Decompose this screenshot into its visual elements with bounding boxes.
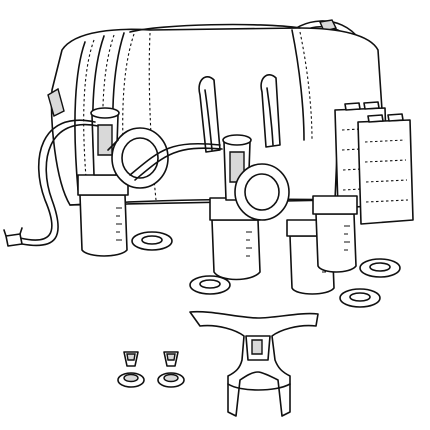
ring-icon — [157, 372, 185, 388]
hands-free-bustier-clip — [189, 310, 319, 417]
valves — [123, 351, 179, 367]
ice-pack-icon — [357, 113, 414, 225]
cooler-ice-packs — [334, 101, 414, 225]
disc-icon — [359, 258, 401, 278]
spare-bottle — [312, 195, 358, 273]
left-pump-assembly — [77, 107, 169, 257]
funnel-icon — [234, 163, 290, 221]
tubing — [3, 119, 223, 247]
disc-icon — [189, 275, 231, 295]
tube-connector-icon — [3, 227, 23, 247]
disc-icon — [131, 231, 173, 251]
valve-icon — [123, 351, 139, 367]
membrane-rings — [117, 372, 185, 388]
valve-icon — [163, 351, 179, 367]
ring-icon — [117, 372, 145, 388]
bottle-lid-discs — [131, 231, 401, 308]
right-pump-assembly — [209, 134, 290, 281]
collection-bottle — [77, 174, 129, 257]
funnel-icon — [107, 127, 169, 189]
disc-icon — [339, 288, 381, 308]
